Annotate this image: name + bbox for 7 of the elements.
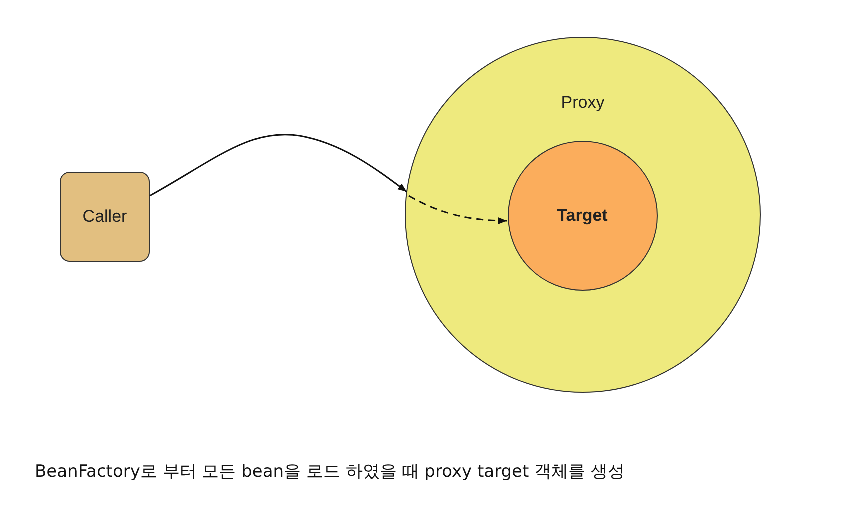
caption: BeanFactory로 부터 모든 bean을 로드 하였을 때 proxy target 객체를 생성 — [35, 461, 625, 483]
node-label: Caller — [82, 207, 128, 227]
node-label: Proxy — [561, 93, 605, 114]
caller-box — [60, 172, 150, 262]
node-label: Target — [557, 206, 608, 226]
arrow — [150, 134, 408, 197]
arrow — [408, 195, 508, 224]
